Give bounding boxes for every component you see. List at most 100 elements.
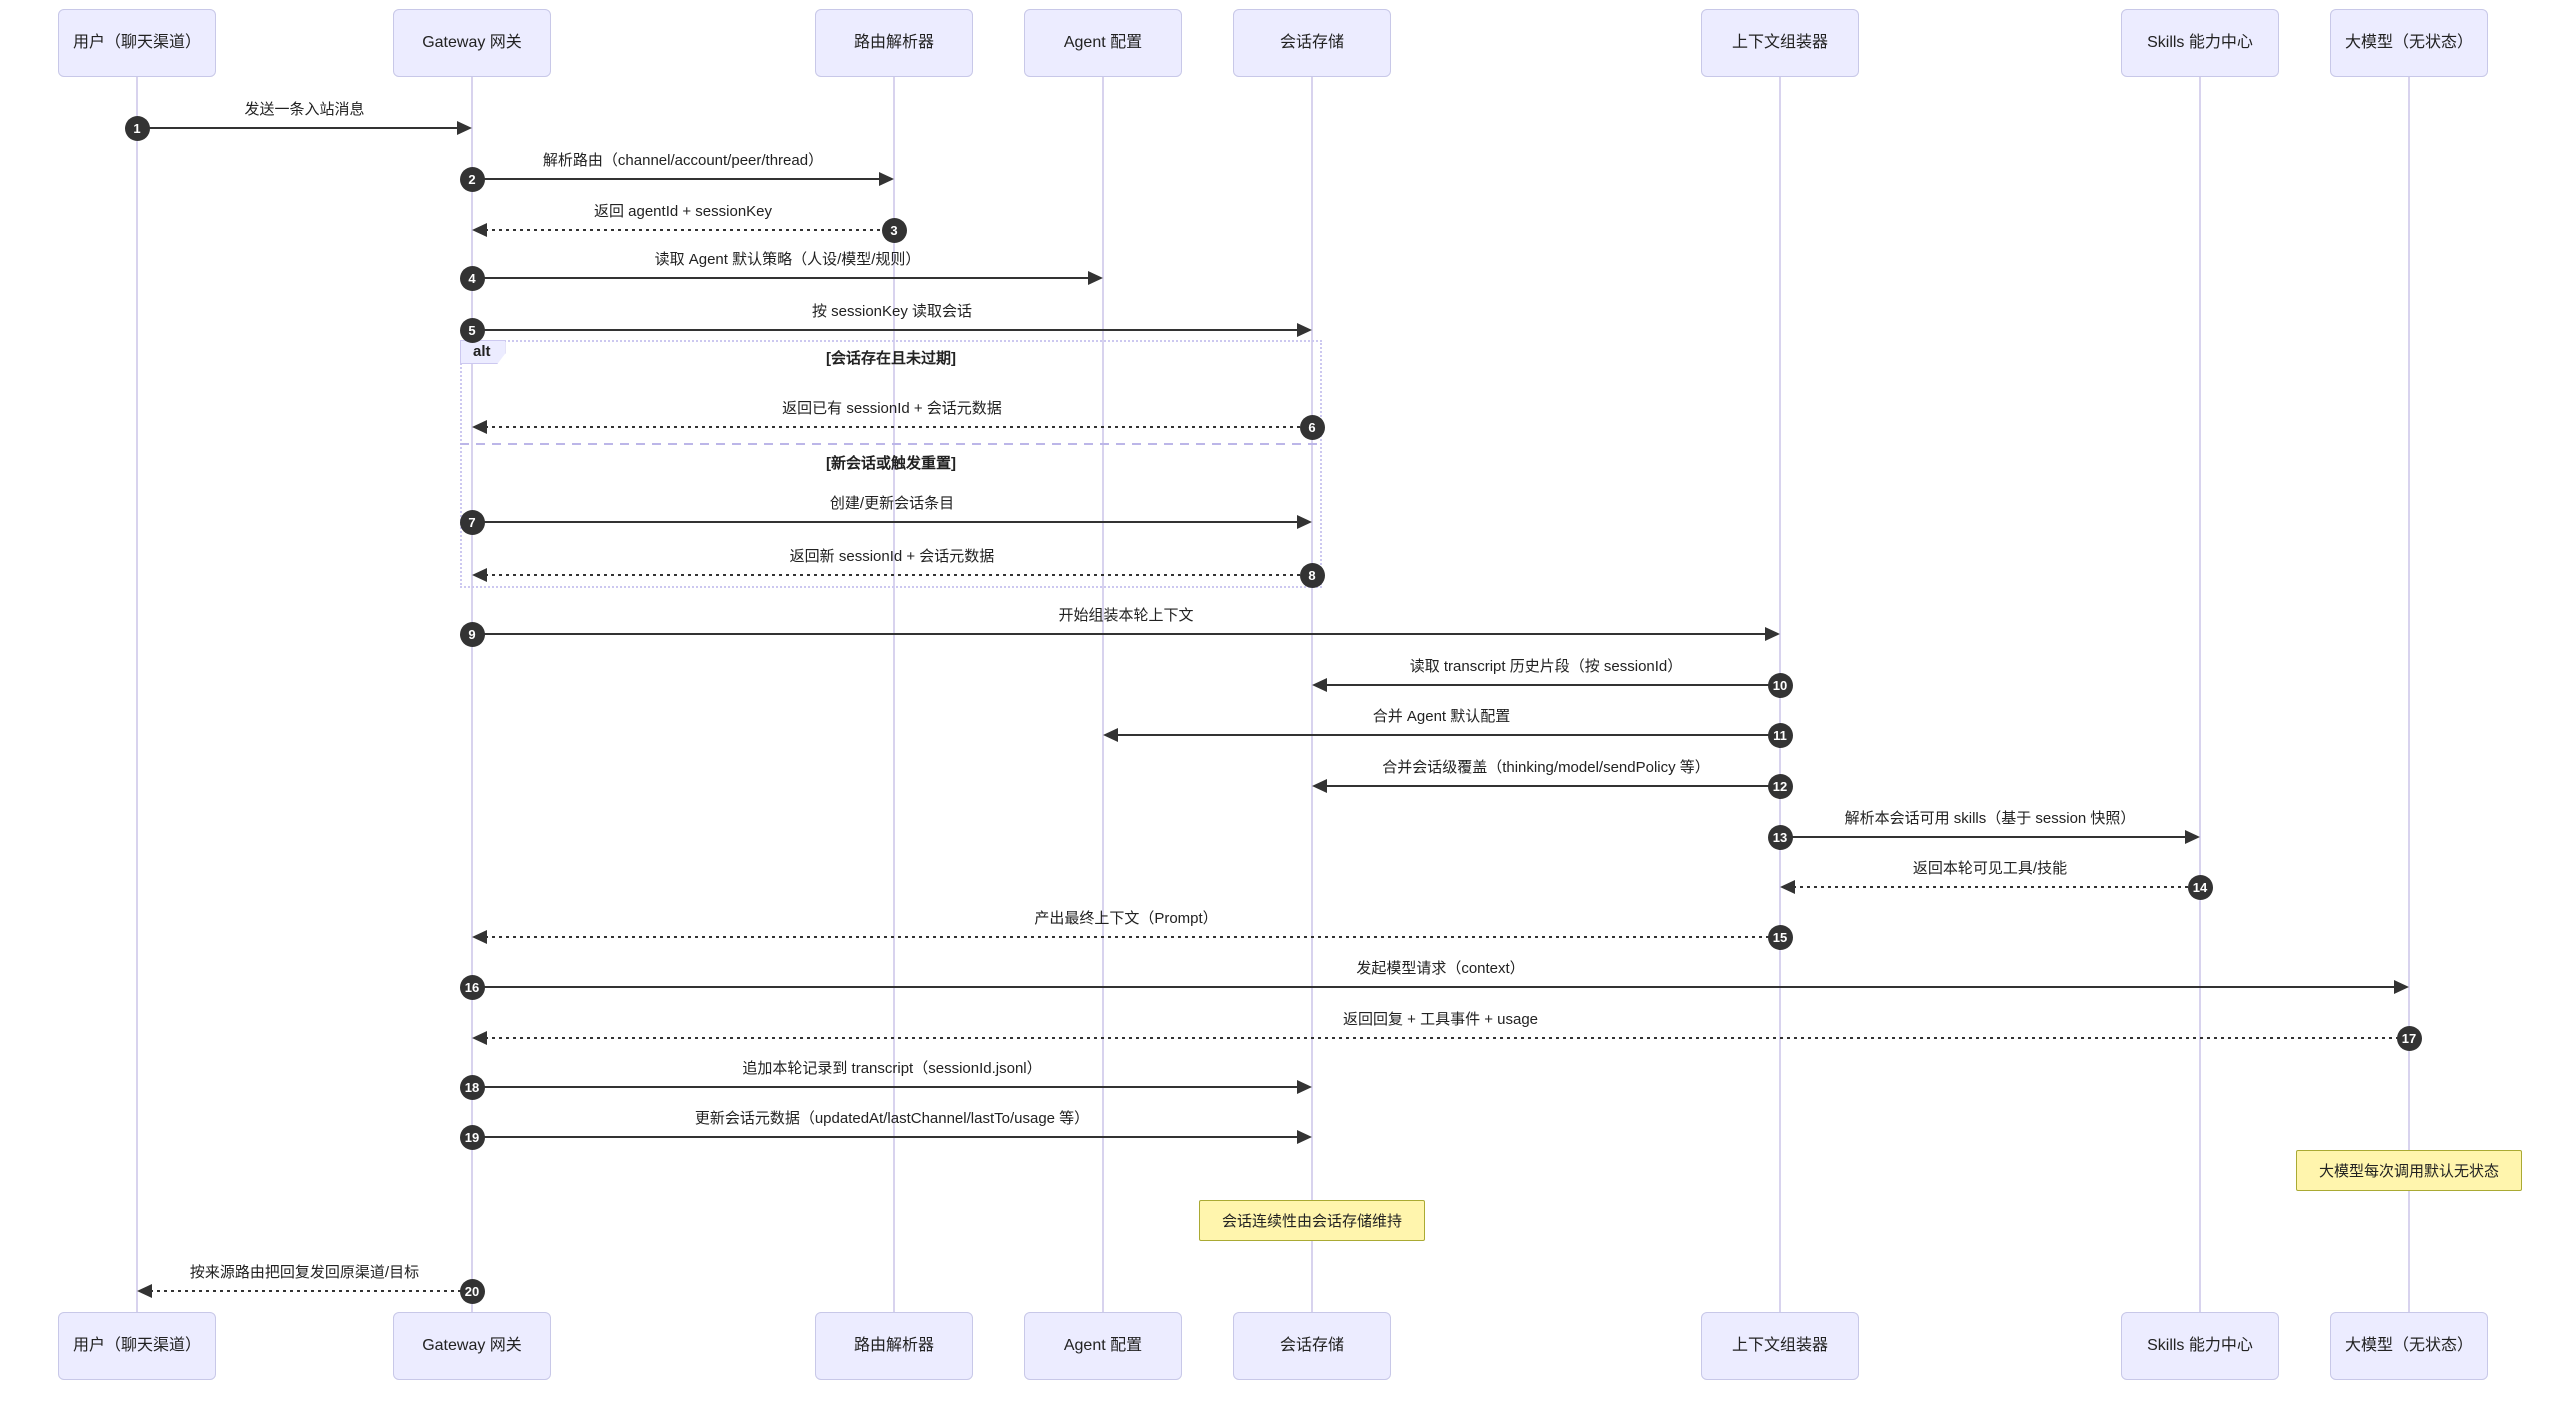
message-label-12: 合并会话级覆盖（thinking/model/sendPolicy 等） [1382, 759, 1710, 776]
message-label-17: 返回回复 + 工具事件 + usage [1342, 1011, 1539, 1028]
message-arrowhead-1 [457, 121, 472, 135]
participant-top-ctx: 上下文组装器 [1701, 9, 1859, 77]
lifeline-skills [2199, 77, 2201, 1312]
message-line-17 [485, 1037, 2409, 1039]
message-label-18: 追加本轮记录到 transcript（sessionId.jsonl） [742, 1060, 1042, 1077]
message-line-20 [150, 1290, 472, 1292]
message-arrowhead-18 [1297, 1080, 1312, 1094]
message-label-6: 返回已有 sessionId + 会话元数据 [782, 400, 1002, 417]
participant-bottom-session: 会话存储 [1233, 1312, 1391, 1380]
message-line-18 [472, 1086, 1299, 1088]
message-line-7 [472, 521, 1299, 523]
message-arrowhead-10 [1312, 678, 1327, 692]
message-label-19: 更新会话元数据（updatedAt/lastChannel/lastTo/usa… [694, 1110, 1090, 1127]
message-line-1 [137, 127, 459, 129]
message-line-8 [485, 574, 1312, 576]
participant-bottom-llm: 大模型（无状态） [2330, 1312, 2488, 1380]
message-line-10 [1325, 684, 1780, 686]
message-arrowhead-6 [472, 420, 487, 434]
message-label-11: 合并 Agent 默认配置 [1372, 708, 1511, 725]
message-line-13 [1780, 836, 2187, 838]
message-number-11: 11 [1767, 722, 1793, 748]
message-label-2: 解析路由（channel/account/peer/thread） [542, 152, 824, 169]
message-arrowhead-16 [2394, 980, 2409, 994]
message-line-9 [472, 633, 1767, 635]
message-number-12: 12 [1767, 773, 1793, 799]
message-label-9: 开始组装本轮上下文 [1058, 607, 1194, 624]
alt-divider [460, 443, 1322, 445]
message-line-11 [1116, 734, 1780, 736]
message-label-1: 发送一条入站消息 [244, 101, 365, 118]
message-arrowhead-14 [1780, 880, 1795, 894]
message-line-14 [1793, 886, 2200, 888]
participant-top-user: 用户（聊天渠道） [58, 9, 216, 77]
note-session: 会话连续性由会话存储维持 [1199, 1200, 1425, 1241]
message-label-5: 按 sessionKey 读取会话 [811, 303, 973, 320]
alt-condition-2: [新会话或触发重置] [826, 455, 956, 472]
participant-bottom-gateway: Gateway 网关 [393, 1312, 551, 1380]
alt-condition-1: [会话存在且未过期] [826, 350, 956, 367]
lifeline-router [893, 77, 895, 1312]
message-arrowhead-13 [2185, 830, 2200, 844]
message-arrowhead-8 [472, 568, 487, 582]
message-line-6 [485, 426, 1312, 428]
message-arrowhead-7 [1297, 515, 1312, 529]
message-arrowhead-9 [1765, 627, 1780, 641]
participant-bottom-router: 路由解析器 [815, 1312, 973, 1380]
message-label-13: 解析本会话可用 skills（基于 session 快照） [1844, 810, 2136, 827]
message-line-19 [472, 1136, 1299, 1138]
message-number-4: 4 [459, 265, 485, 291]
message-label-20: 按来源路由把回复发回原渠道/目标 [189, 1264, 420, 1281]
message-number-14: 14 [2187, 874, 2213, 900]
message-number-2: 2 [459, 166, 485, 192]
message-number-3: 3 [881, 217, 907, 243]
message-arrowhead-11 [1103, 728, 1118, 742]
message-arrowhead-17 [472, 1031, 487, 1045]
message-number-9: 9 [459, 621, 485, 647]
message-number-16: 16 [459, 974, 485, 1000]
message-number-20: 20 [459, 1278, 485, 1304]
message-number-13: 13 [1767, 824, 1793, 850]
message-number-15: 15 [1767, 924, 1793, 950]
message-label-8: 返回新 sessionId + 会话元数据 [789, 548, 995, 565]
participant-top-gateway: Gateway 网关 [393, 9, 551, 77]
message-line-16 [472, 986, 2396, 988]
message-line-4 [472, 277, 1090, 279]
message-arrowhead-15 [472, 930, 487, 944]
message-number-7: 7 [459, 509, 485, 535]
message-line-15 [485, 936, 1780, 938]
message-arrowhead-20 [137, 1284, 152, 1298]
message-label-7: 创建/更新会话条目 [829, 495, 955, 512]
note-llm: 大模型每次调用默认无状态 [2296, 1150, 2522, 1191]
message-number-1: 1 [124, 115, 150, 141]
lifeline-agent [1102, 77, 1104, 1312]
alt-frame-tab: alt [460, 340, 506, 364]
participant-top-llm: 大模型（无状态） [2330, 9, 2488, 77]
message-arrowhead-12 [1312, 779, 1327, 793]
message-arrowhead-2 [879, 172, 894, 186]
message-number-19: 19 [459, 1124, 485, 1150]
participant-bottom-agent: Agent 配置 [1024, 1312, 1182, 1380]
message-number-18: 18 [459, 1074, 485, 1100]
message-label-15: 产出最终上下文（Prompt） [1034, 910, 1218, 927]
message-arrowhead-5 [1297, 323, 1312, 337]
message-label-3: 返回 agentId + sessionKey [593, 203, 773, 220]
message-number-8: 8 [1299, 562, 1325, 588]
participant-bottom-skills: Skills 能力中心 [2121, 1312, 2279, 1380]
lifeline-llm [2408, 77, 2410, 1312]
message-line-5 [472, 329, 1299, 331]
message-label-10: 读取 transcript 历史片段（按 sessionId） [1409, 658, 1683, 675]
message-number-17: 17 [2396, 1025, 2422, 1051]
participant-top-router: 路由解析器 [815, 9, 973, 77]
message-number-5: 5 [459, 317, 485, 343]
participant-top-skills: Skills 能力中心 [2121, 9, 2279, 77]
message-arrowhead-3 [472, 223, 487, 237]
lifeline-session [1311, 77, 1313, 1312]
message-arrowhead-19 [1297, 1130, 1312, 1144]
message-label-16: 发起模型请求（context） [1356, 960, 1525, 977]
participant-bottom-ctx: 上下文组装器 [1701, 1312, 1859, 1380]
message-label-14: 返回本轮可见工具/技能 [1912, 860, 2068, 877]
alt-frame [460, 340, 1322, 588]
participant-bottom-user: 用户（聊天渠道） [58, 1312, 216, 1380]
